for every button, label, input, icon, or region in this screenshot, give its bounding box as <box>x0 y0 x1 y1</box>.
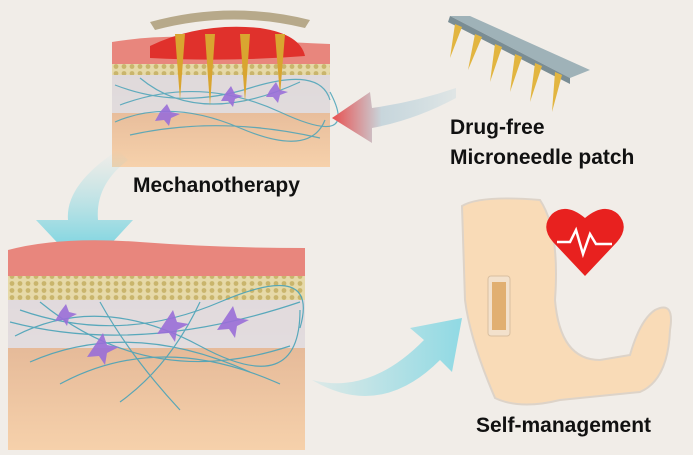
collagen-fibers-healed <box>9 284 304 411</box>
arm-icon <box>460 197 672 406</box>
microneedle-patch-icon <box>448 16 590 112</box>
microneedles-inserted <box>175 34 285 106</box>
heart-pulse-icon <box>546 208 624 276</box>
cells <box>155 82 288 126</box>
cells-healed <box>55 304 249 365</box>
skin-block-treated <box>112 10 339 167</box>
self-management-label: Self-management <box>476 414 651 437</box>
progress-arrow-right <box>312 318 462 396</box>
apply-arrow <box>332 88 456 143</box>
patch-label-line1: Drug-free <box>450 116 545 139</box>
mechanotherapy-label: Mechanotherapy <box>133 174 300 197</box>
skin-block-healed <box>8 240 305 450</box>
patch-label-line2: Microneedle patch <box>450 146 634 169</box>
wound <box>150 26 305 60</box>
applied-patch <box>150 10 310 30</box>
